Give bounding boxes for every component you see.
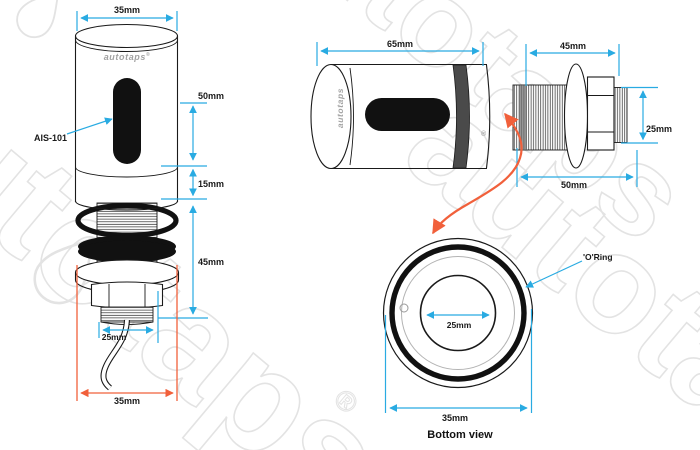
cable-front [100, 319, 130, 391]
section-callout-arrow [432, 112, 523, 235]
brand-side-label: autotaps [335, 87, 345, 129]
brand-front-registered: ® [146, 52, 151, 58]
dim-side-body-length: 65mm [386, 39, 414, 49]
thread-tail-front [100, 306, 154, 323]
brand-front-label: autotaps® [104, 52, 151, 62]
callout-arrow-ais101 [66, 117, 113, 135]
hex-nut-side [586, 76, 615, 151]
sensor-bore-circle [419, 274, 497, 352]
bottom-dimension-lines [384, 260, 583, 413]
droplet-logo-icon [33, 236, 95, 305]
cylinder-front [74, 23, 179, 211]
inner-rim-circle [401, 256, 515, 370]
dim-side-thread-overall: 50mm [560, 180, 588, 190]
dim-front-body-height: 50mm [198, 91, 225, 101]
thread-stub-side [613, 87, 628, 143]
front-overall-dimension [76, 265, 178, 401]
droplet-logo-icon [16, 0, 60, 39]
bottom-view-drawing [382, 237, 534, 389]
washer-side [563, 63, 589, 169]
dim-bottom-outer-diameter: 35mm [441, 413, 469, 423]
dim-front-overall-width: 35mm [113, 396, 141, 406]
dim-front-top-width: 35mm [113, 5, 141, 15]
dim-side-thread-length: 45mm [559, 41, 587, 51]
dim-front-thread-height: 45mm [198, 257, 225, 267]
brand-front-text: autotaps [103, 52, 147, 62]
sensor-window-front [113, 78, 141, 164]
registered-mark-side: ® [481, 131, 487, 138]
screw-detail [399, 303, 409, 313]
callout-arrow-oring [525, 260, 583, 288]
sensor-window-side [365, 98, 450, 131]
front-view-drawing [74, 23, 180, 391]
washer-front [78, 235, 176, 263]
front-dimension-lines [66, 11, 208, 343]
dim-front-thread-width: 25mm [101, 332, 127, 342]
hex-nut-front [90, 281, 164, 309]
dim-bottom-inner-diameter: 25mm [446, 320, 472, 330]
sensor-model-label: AIS-101 [34, 133, 68, 143]
outer-rim-circle [382, 237, 534, 389]
flange-front [74, 259, 180, 286]
watermark-text: autotaps [0, 14, 416, 450]
dim-side-thread-diameter: 25mm [646, 124, 673, 134]
oring-label: 'O'Ring [583, 252, 613, 262]
side-dimension-lines [316, 42, 658, 187]
bottom-view-caption: Bottom view [427, 429, 493, 441]
oring-ring-bottom [389, 244, 527, 382]
dim-front-neck-height: 15mm [198, 179, 225, 189]
